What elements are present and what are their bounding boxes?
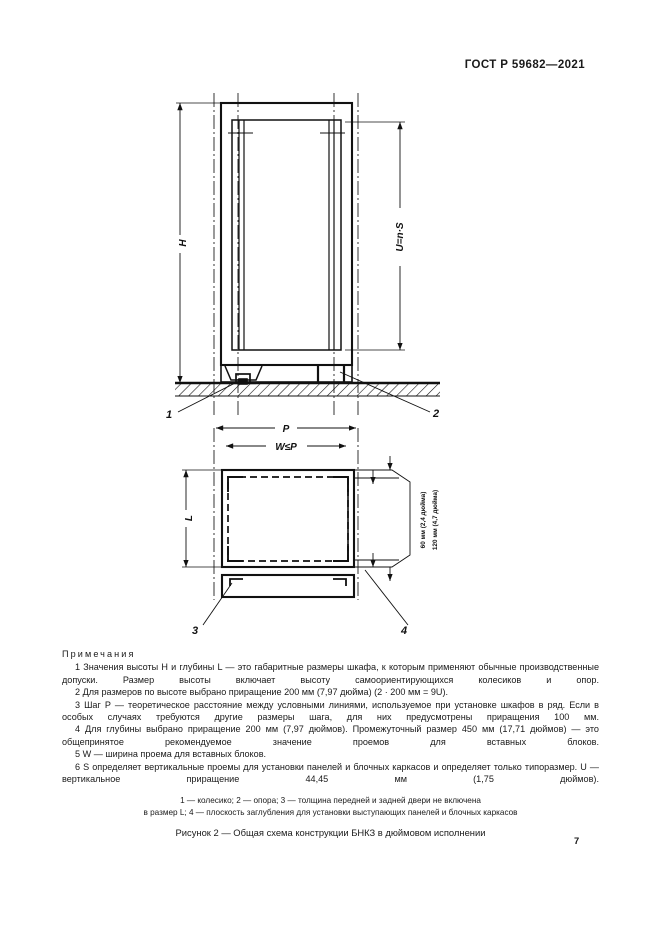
dimension-pitch: P — [216, 420, 356, 436]
elevation-view: H U=n·S 1 2 — [166, 93, 440, 421]
note-item-4: 4 Для глубины выбрано приращение 200 мм … — [62, 724, 599, 747]
cabinet-inner-frame — [231, 119, 342, 351]
callout-2-label: 2 — [432, 408, 439, 420]
figure-legend: 1 — колесико; 2 — опора; 3 — толщина пер… — [62, 795, 599, 818]
plan-inner-dashed — [227, 476, 349, 562]
dimension-inset-small — [370, 456, 393, 581]
support-foot — [316, 366, 346, 383]
dimension-height: H — [172, 102, 225, 384]
plan-door-strip — [220, 573, 356, 599]
page-number: 7 — [574, 835, 580, 846]
plan-center-lines — [213, 428, 359, 600]
plan-view: P W≤P — [178, 420, 439, 637]
floor-hatch — [175, 384, 440, 396]
dimension-vertical-opening: U=n·S — [345, 121, 409, 351]
elevation-center-lines — [213, 93, 359, 418]
dimension-width: W≤P — [226, 438, 346, 454]
inset-large-label: 120 мм (4,7 дюйма) — [431, 490, 439, 550]
plan-outer-rect — [220, 468, 356, 569]
notes-block: Примечания 1 Значения высоты H и глубины… — [62, 648, 599, 785]
figure-caption: Рисунок 2 — Общая схема конструкции БНКЗ… — [175, 827, 486, 838]
legend-line-2: в размер L; 4 — плоскость заглубления дл… — [143, 807, 518, 817]
dimension-height-label: H — [178, 239, 189, 247]
plan-setback-profile — [354, 469, 411, 568]
dimension-depth-label: L — [184, 515, 195, 521]
callout-1: 1 — [166, 378, 244, 421]
standard-header: ГОСТ Р 59682—2021 — [464, 59, 585, 71]
inset-small-label: 60 мм (2,4 дюйма) — [419, 492, 427, 549]
dimension-width-label: W≤P — [275, 442, 297, 453]
callout-3-label: 3 — [192, 625, 198, 637]
callout-4-label: 4 — [400, 625, 407, 637]
plan-corner-brackets — [227, 476, 349, 562]
notes-title: Примечания — [62, 649, 136, 659]
note-item-5: 5 W — ширина проема для вставных блоков. — [75, 749, 267, 760]
legend-line-1: 1 — колесико; 2 — опора; 3 — толщина пер… — [180, 796, 481, 805]
dimension-pitch-label: P — [283, 424, 290, 435]
note-item-3: 3 Шаг Р — теоретическое расстояние между… — [62, 699, 599, 723]
callout-4: 4 — [364, 569, 409, 637]
callout-3: 3 — [192, 582, 233, 637]
cabinet-outer-body — [219, 101, 354, 367]
dimension-vertical-opening-label: U=n·S — [395, 222, 406, 252]
note-item-6: 6 S определяет вертикальные проемы для у… — [62, 761, 599, 785]
callout-2: 2 — [339, 371, 439, 420]
figure-drawing: H U=n·S 1 2 — [166, 93, 440, 637]
dimension-depth: L — [178, 469, 226, 568]
callout-1-label: 1 — [166, 409, 172, 421]
note-item-2: 2 Для размеров по высоте выбрано прираще… — [75, 687, 449, 698]
note-item-1: 1 Значения высоты H и глубины L — это га… — [62, 662, 599, 685]
